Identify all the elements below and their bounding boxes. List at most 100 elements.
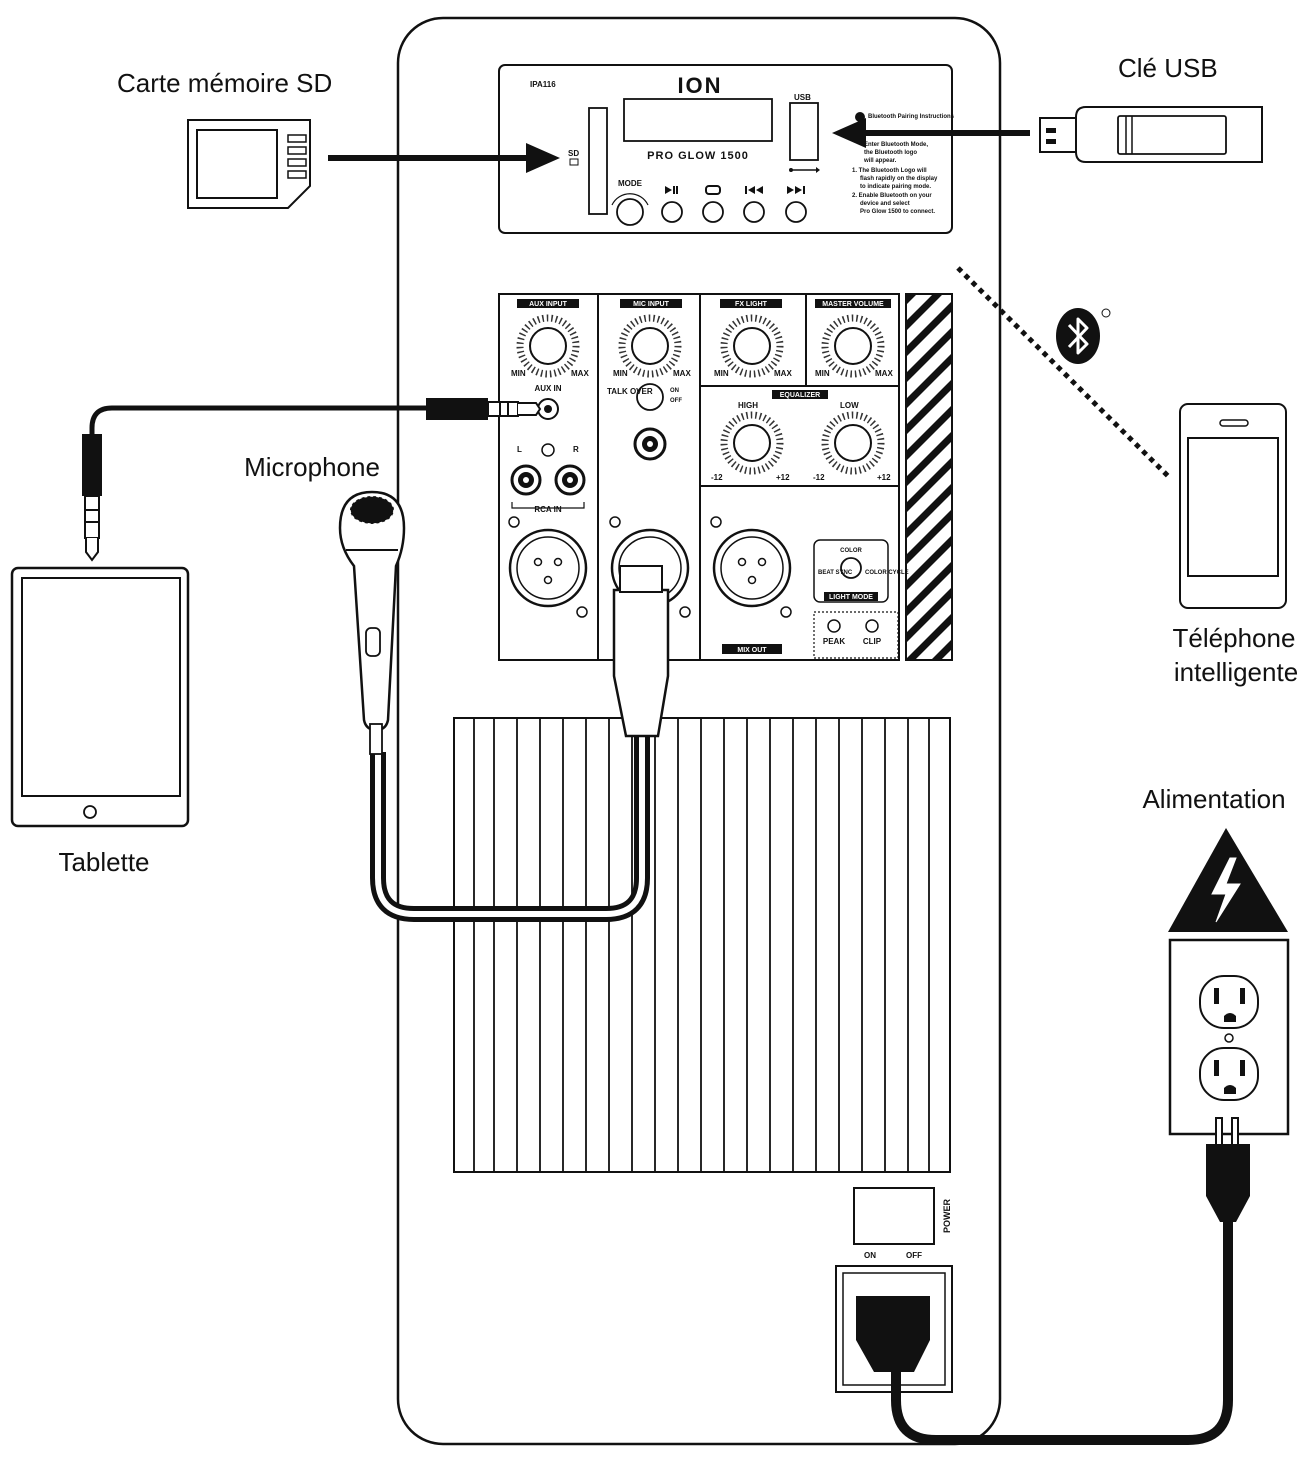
fx-light-knob[interactable] [720, 314, 784, 378]
svg-text:Pro Glow 1500 to connect.: Pro Glow 1500 to connect. [860, 209, 935, 215]
usb-key-label: Clé USB [1118, 53, 1218, 83]
speaker-body [396, 16, 1002, 1446]
aux-max-label: MAX [571, 369, 589, 378]
sd-card-label: Carte mémoire SD [117, 68, 332, 98]
next-track-icon [787, 186, 805, 194]
heatsink-grille [453, 717, 951, 1173]
smartphone-icon [1179, 403, 1287, 609]
clip-led [865, 619, 879, 633]
eq-high-knob[interactable] [720, 411, 784, 475]
fx-light-header: FX LIGHT [735, 301, 768, 308]
master-min-label: MIN [815, 369, 830, 378]
aux-input-knob[interactable] [516, 314, 580, 378]
mic-input-header: MIC INPUT [633, 301, 670, 308]
usb-arrow [832, 118, 1030, 148]
high-voltage-warning-icon [1168, 828, 1288, 932]
talkover-button[interactable] [636, 383, 664, 411]
usb-port-label: USB [794, 93, 811, 102]
mix-out-label: MIX OUT [737, 647, 767, 654]
microphone-label: Microphone [244, 452, 380, 482]
usb-symbol-icon [789, 167, 820, 173]
repeat-button[interactable] [702, 201, 724, 223]
power-off-label: OFF [906, 1251, 922, 1260]
previous-track-button[interactable] [743, 201, 765, 223]
eq-low-label: LOW [840, 401, 859, 410]
smartphone-label-line1: Téléphone [1173, 623, 1296, 653]
sd-slot-label: SD [568, 149, 579, 158]
svg-text:the Bluetooth logo: the Bluetooth logo [864, 150, 917, 156]
eq-low-min: -12 [813, 473, 825, 482]
usb-key-icon [1039, 106, 1263, 163]
microphone-icon [338, 490, 406, 755]
play-pause-icon [665, 186, 678, 194]
rca-right-jack[interactable] [554, 464, 586, 496]
light-mode-beat-sync: BEAT SYNC [818, 570, 853, 576]
tablet-label: Tablette [58, 847, 149, 877]
sd-card-icon [187, 119, 311, 209]
sd-arrow [328, 143, 560, 173]
eq-low-knob[interactable] [821, 411, 885, 475]
light-mode-button[interactable] [840, 557, 862, 579]
eq-high-max: +12 [776, 473, 790, 482]
next-track-button[interactable] [785, 201, 807, 223]
power-cord [856, 1117, 1250, 1445]
talkover-label: TALK OVER [607, 387, 653, 396]
mic-quarter-inch-jack[interactable] [633, 427, 667, 461]
master-volume-knob[interactable] [821, 314, 885, 378]
rca-left-jack[interactable] [510, 464, 542, 496]
model-name: PRO GLOW 1500 [647, 150, 749, 162]
clip-label: CLIP [863, 637, 882, 646]
power-on-label: ON [864, 1251, 876, 1260]
power-supply-label: Alimentation [1142, 784, 1285, 814]
peak-label: PEAK [823, 637, 845, 646]
lcd-display [623, 98, 773, 142]
talkover-off: OFF [670, 398, 682, 404]
bluetooth-link-dotted [956, 266, 1170, 478]
light-mode-label: LIGHT MODE [829, 594, 873, 601]
top-control-panel: IPA116 ION PRO GLOW 1500 SD USB Bluetoot… [498, 64, 955, 234]
equalizer-header: EQUALIZER [780, 392, 820, 399]
rca-in-label: RCA IN [534, 505, 561, 514]
bluetooth-logo-icon [1056, 308, 1111, 364]
fx-min-label: MIN [714, 369, 729, 378]
bluetooth-icon [855, 112, 865, 122]
eq-high-label: HIGH [738, 401, 758, 410]
repeat-icon [705, 185, 721, 195]
smartphone-label-line2: intelligente [1174, 657, 1298, 687]
talkover-on: ON [670, 388, 679, 394]
svg-text:will appear.: will appear. [863, 158, 897, 164]
mic-cable [370, 736, 650, 922]
mix-out-xlr-jack[interactable] [712, 528, 792, 608]
mic-min-label: MIN [613, 369, 628, 378]
play-pause-button[interactable] [661, 201, 683, 223]
light-mode-color: COLOR [840, 548, 862, 554]
aux-cable [82, 398, 542, 562]
mic-input-knob[interactable] [618, 314, 682, 378]
svg-text:flash rapidly on the display: flash rapidly on the display [860, 176, 938, 182]
rca-left-label: L [517, 445, 522, 454]
master-volume-header: MASTER VOLUME [822, 301, 884, 308]
fx-max-label: MAX [774, 369, 792, 378]
bluetooth-pairing-instructions: Bluetooth Pairing Instructions Enter Blu… [852, 112, 955, 215]
mic-max-label: MAX [673, 369, 691, 378]
svg-text:Enter Bluetooth Mode,: Enter Bluetooth Mode, [864, 142, 928, 148]
light-mode-color-cycle: COLOR CYCLE [865, 570, 909, 576]
eq-high-min: -12 [711, 473, 723, 482]
svg-text:2. Enable Bluetooth on your: 2. Enable Bluetooth on your [852, 193, 932, 199]
aux-min-label: MIN [511, 369, 526, 378]
aux-xlr-jack[interactable] [508, 528, 588, 608]
model-badge: IPA116 [530, 80, 556, 89]
master-max-label: MAX [875, 369, 893, 378]
mode-label: MODE [618, 179, 643, 188]
power-switch[interactable]: POWER ON OFF [853, 1187, 952, 1260]
xlr-plug [612, 565, 670, 738]
mode-knob[interactable] [616, 198, 644, 226]
aux-in-label: AUX IN [534, 384, 561, 393]
svg-text:1. The Bluetooth Logo will: 1. The Bluetooth Logo will [852, 168, 927, 174]
hatched-strip [905, 293, 953, 661]
rca-right-label: R [573, 445, 579, 454]
previous-track-icon [745, 186, 763, 194]
aux-input-header: AUX INPUT [529, 301, 567, 308]
peak-led [827, 619, 841, 633]
wall-outlet-icon [1168, 938, 1290, 1136]
